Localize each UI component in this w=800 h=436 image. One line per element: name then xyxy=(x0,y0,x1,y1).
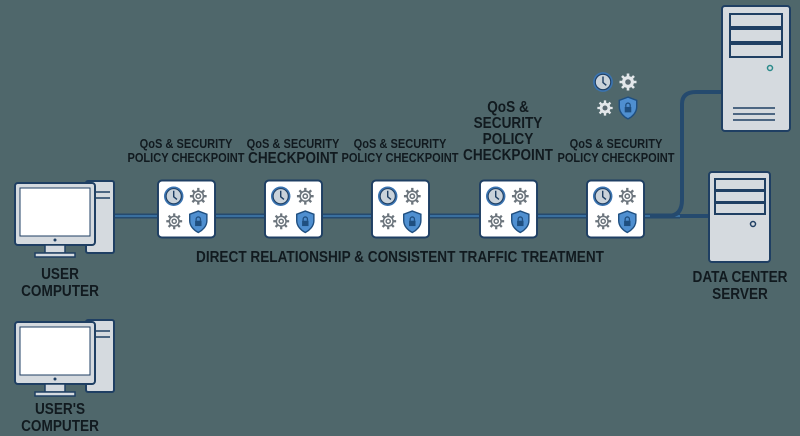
label-line: QoS & SECURITY xyxy=(246,136,340,151)
users-computer-icon xyxy=(14,319,115,397)
checkpoint-label-5: QoS & SECURITY POLICY CHECKPOINT xyxy=(557,137,676,164)
diagram-caption: DIRECT RELATIONSHIP & CONSISTENT TRAFFIC… xyxy=(196,249,604,266)
label-line: CHECKPOINT xyxy=(248,149,338,167)
data-center-server-label: DATA CENTER SERVER xyxy=(689,269,791,304)
uplink-to-server xyxy=(650,90,722,218)
label-line: POLICY CHECKPOINT xyxy=(127,149,245,165)
label-line: COMPUTER xyxy=(21,417,99,435)
checkpoint-label-4: QoS & SECURITY POLICY CHECKPOINT xyxy=(457,100,559,164)
checkpoint-box-4 xyxy=(480,180,537,237)
clock-icon xyxy=(592,71,614,93)
label-line: POLICY CHECKPOINT xyxy=(557,149,675,165)
user-computer-icon xyxy=(14,180,115,258)
label-line: POLICY CHECKPOINT xyxy=(341,149,459,165)
checkpoint-label-1: QoS & SECURITY POLICY CHECKPOINT xyxy=(127,137,246,164)
label-line: COMPUTER xyxy=(21,282,99,300)
floating-policy-icons xyxy=(592,71,638,120)
user-computer-label: USER COMPUTER xyxy=(18,266,103,301)
label-line: POLICY xyxy=(482,131,534,148)
label-line: SERVER xyxy=(712,285,768,303)
label-line: QoS & SECURITY xyxy=(353,136,447,151)
label-line: SECURITY xyxy=(473,115,543,132)
label-line: QoS & SECURITY xyxy=(139,136,233,151)
label-line: CHECKPOINT xyxy=(463,147,553,164)
label-line: DATA CENTER xyxy=(692,269,788,286)
checkpoint-box-5 xyxy=(587,180,644,237)
gear-icon xyxy=(596,99,614,117)
checkpoint-label-2: QoS & SECURITY CHECKPOINT xyxy=(234,137,353,167)
data-center-server-icon xyxy=(708,171,771,263)
users-computer-label: USER'S COMPUTER xyxy=(18,401,103,436)
label-line: QoS & xyxy=(487,99,529,116)
shield-lock-icon xyxy=(618,96,638,120)
server-tower-icon xyxy=(721,5,791,132)
checkpoint-box-3 xyxy=(372,180,429,237)
label-line: QoS & SECURITY xyxy=(569,136,663,151)
label-line: USER xyxy=(41,266,79,283)
checkpoint-label-3: QoS & SECURITY POLICY CHECKPOINT xyxy=(341,137,460,164)
gear-icon xyxy=(618,72,638,92)
checkpoint-box-1 xyxy=(158,180,215,237)
label-line: USER'S xyxy=(34,401,86,418)
checkpoint-box-2 xyxy=(265,180,322,237)
